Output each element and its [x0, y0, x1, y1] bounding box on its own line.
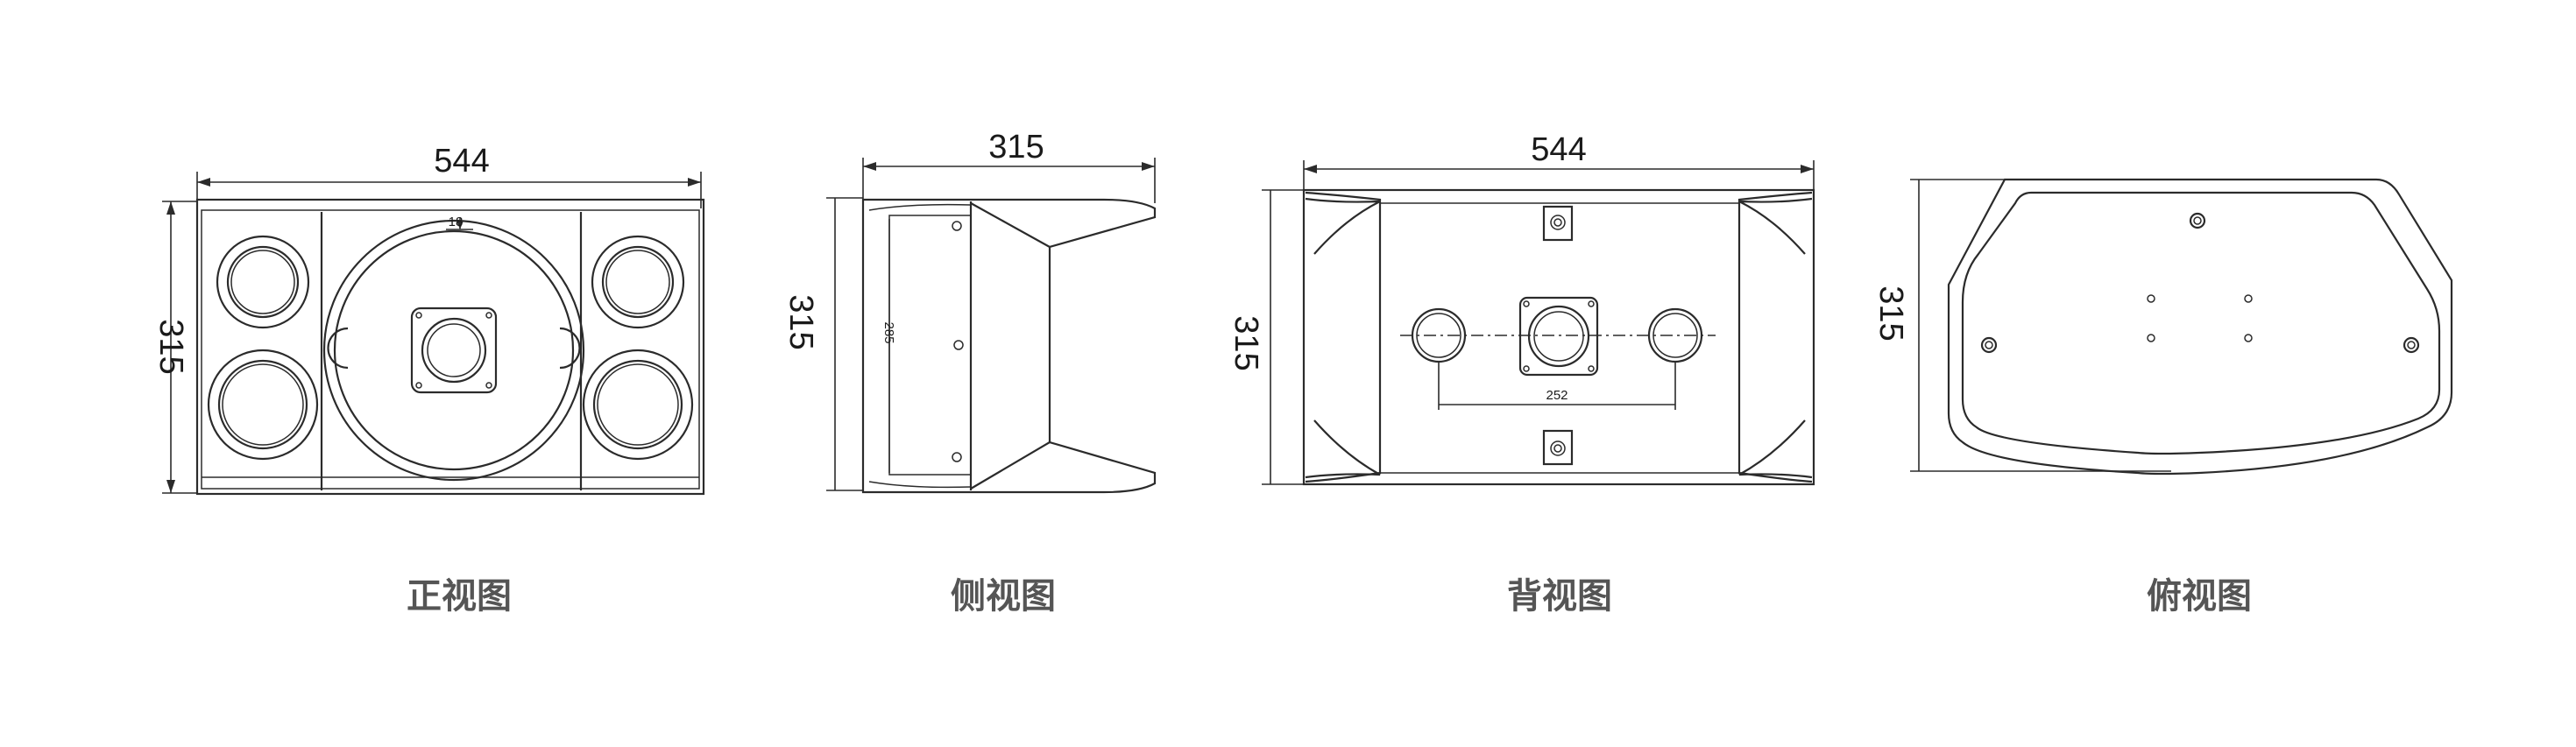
front-left-horn-upper — [216, 235, 310, 329]
front-right-horn-lower — [582, 349, 694, 461]
side-screw-middle — [953, 340, 964, 350]
side-depth-dimension — [862, 158, 1156, 203]
back-view-caption: 背视图 — [1507, 576, 1612, 617]
back-terminal-plate — [1518, 296, 1599, 377]
front-inner-label: 18 — [449, 215, 464, 229]
front-width-label: 544 — [434, 143, 489, 180]
back-spacing-label: 252 — [1546, 388, 1568, 403]
front-cabinet-inner — [201, 209, 700, 490]
front-height-label: 315 — [152, 319, 189, 374]
back-width-label: 544 — [1531, 131, 1586, 168]
front-view-caption: 正视图 — [407, 576, 512, 617]
side-cabinet-outline — [861, 198, 1157, 494]
back-top-bracket — [1542, 205, 1574, 242]
back-port-spacing-dimension — [1438, 362, 1676, 410]
side-screw-top — [952, 221, 962, 231]
back-height-label: 315 — [1228, 315, 1264, 370]
back-view: 544 315 — [1228, 131, 1815, 617]
top-height-dimension — [1910, 179, 2171, 472]
front-left-horn-lower — [207, 349, 319, 461]
side-height-dimension — [826, 197, 863, 491]
front-cabinet-outline — [195, 198, 705, 496]
top-cabinet-inner — [1961, 191, 2441, 455]
front-view: 544 315 — [152, 143, 705, 617]
top-mounting-holes — [1980, 212, 2420, 354]
side-screw-bottom — [952, 452, 962, 462]
front-right-horn-upper — [591, 235, 685, 329]
back-cabinet-outline — [1302, 188, 1815, 486]
side-height-label: 315 — [782, 294, 819, 349]
side-view-caption: 侧视图 — [951, 576, 1056, 617]
top-view: 315 俯视图 — [1872, 178, 2453, 617]
side-inner-label: 285 — [881, 321, 896, 343]
side-depth-label: 315 — [988, 129, 1044, 166]
back-height-dimension — [1262, 189, 1306, 485]
top-height-label: 315 — [1872, 285, 1909, 341]
front-woofer — [322, 217, 585, 482]
side-view: 315 315 285 侧视图 — [782, 129, 1157, 617]
front-width-dimension — [196, 172, 702, 208]
front-height-dimension — [162, 201, 197, 494]
top-view-caption: 俯视图 — [2147, 576, 2252, 617]
top-cabinet-outline — [1947, 178, 2453, 476]
back-bottom-bracket — [1542, 429, 1574, 466]
